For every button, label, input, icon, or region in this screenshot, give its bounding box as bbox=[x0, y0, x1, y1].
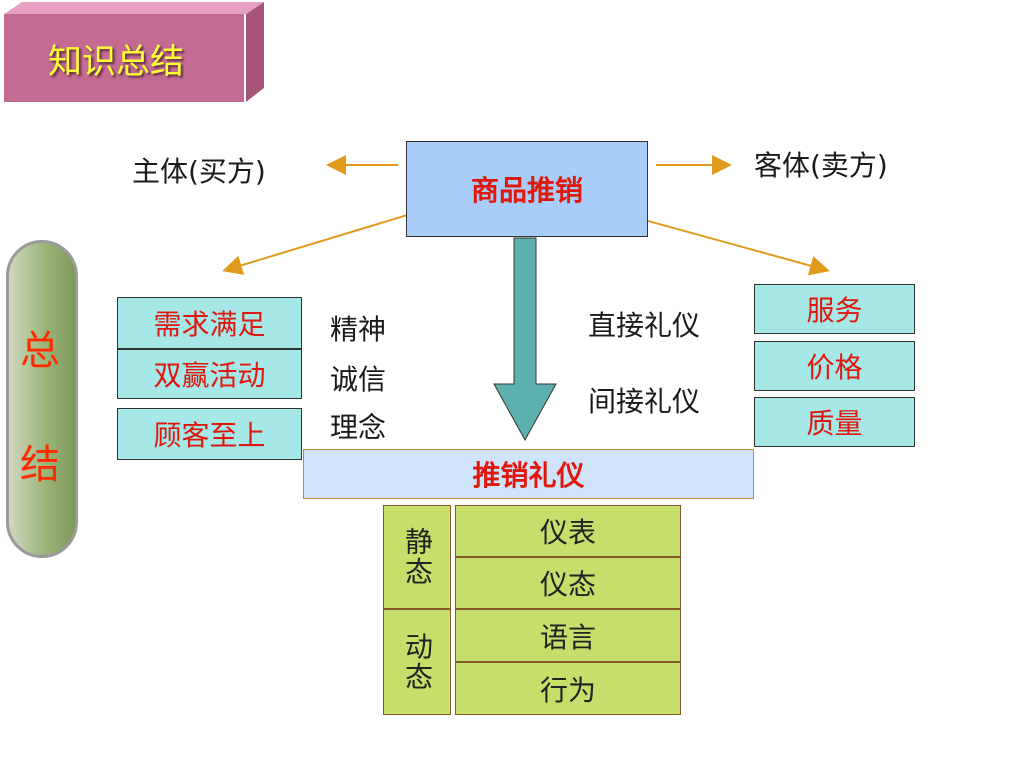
left-box-1: 需求满足 bbox=[117, 297, 302, 349]
side-char-1: 总 bbox=[20, 328, 60, 374]
page-title: 知识总结 bbox=[4, 14, 244, 102]
dynamic-item-1: 语言 bbox=[455, 609, 681, 662]
static-label: 静态 bbox=[383, 505, 451, 609]
dynamic-label: 动态 bbox=[383, 609, 451, 715]
seller-label: 客体(卖方) bbox=[754, 149, 888, 182]
middle-left-2: 诚信 bbox=[330, 363, 387, 396]
static-item-1: 仪表 bbox=[455, 505, 681, 557]
static-item-2: 仪态 bbox=[455, 557, 681, 609]
promotion-etiquette-bar: 推销礼仪 bbox=[303, 449, 754, 499]
right-box-3: 质量 bbox=[754, 397, 915, 447]
middle-left-1: 精神 bbox=[330, 313, 387, 346]
middle-left-3: 理念 bbox=[330, 411, 387, 444]
product-promotion-box: 商品推销 bbox=[406, 141, 648, 237]
left-box-2: 双赢活动 bbox=[117, 349, 302, 399]
dynamic-label-text: 动态 bbox=[401, 632, 434, 692]
buyer-label: 主体(买方) bbox=[132, 155, 266, 188]
left-box-3: 顾客至上 bbox=[117, 408, 302, 460]
summary-pill bbox=[6, 240, 78, 558]
static-label-text: 静态 bbox=[401, 527, 434, 587]
middle-right-2: 间接礼仪 bbox=[588, 385, 701, 418]
side-char-2: 结 bbox=[20, 442, 60, 488]
dynamic-item-2: 行为 bbox=[455, 662, 681, 715]
title-bevel bbox=[4, 2, 264, 102]
right-box-2: 价格 bbox=[754, 341, 915, 391]
middle-right-1: 直接礼仪 bbox=[588, 309, 701, 342]
right-box-1: 服务 bbox=[754, 284, 915, 334]
